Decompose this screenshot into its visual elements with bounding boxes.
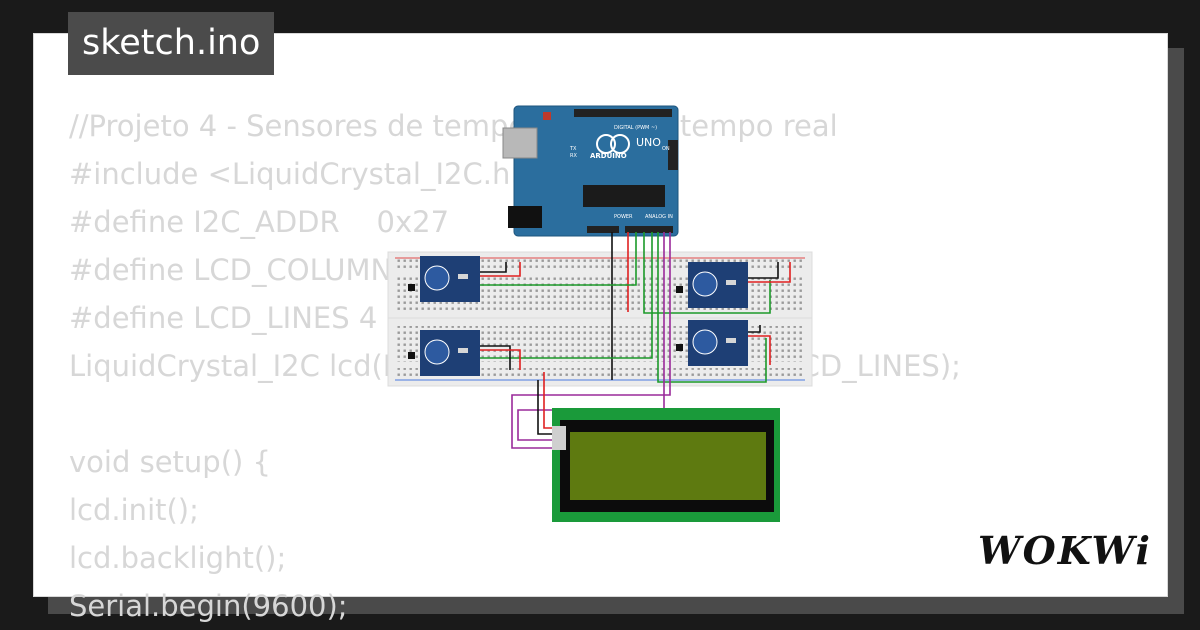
board-maker: ARDUINO xyxy=(590,152,627,160)
wokwi-logo: WOKWi xyxy=(978,528,1150,576)
wiring xyxy=(480,232,791,449)
code-line: lcd.backlight(); xyxy=(69,541,287,575)
code-line: Serial.begin(9600); xyxy=(69,589,348,623)
power-label: POWER xyxy=(614,214,633,220)
temperature-sensor-module-3 xyxy=(408,330,480,376)
board-name: UNO xyxy=(636,136,661,149)
arduino-uno-board: UNO ARDUINO DIGITAL (PWM ~) ANALOG IN PO… xyxy=(502,105,679,237)
analog-label: ANALOG IN xyxy=(645,214,673,220)
lcd-display xyxy=(552,408,780,522)
temperature-sensor-module-1 xyxy=(408,256,480,302)
code-line: #define I2C_ADDR 0x27 xyxy=(69,205,450,239)
file-title: sketch.ino xyxy=(68,12,275,75)
code-line: #define LCD_COLUMNS 20 xyxy=(69,253,457,287)
brand-name: WOKWi xyxy=(978,528,1152,573)
temperature-sensor-module-4 xyxy=(676,320,748,366)
rx-label: RX xyxy=(570,153,577,159)
temperature-sensor-module-2 xyxy=(676,262,748,308)
code-line: lcd.init(); xyxy=(69,493,199,527)
tx-label: TX xyxy=(569,146,577,152)
code-line: #include <LiquidCrystal_I2C.h> xyxy=(69,157,535,191)
digital-label: DIGITAL (PWM ~) xyxy=(614,125,657,131)
code-line: void setup() { xyxy=(69,445,271,479)
on-label: ON xyxy=(662,146,670,152)
code-line: #define LCD_LINES 4 xyxy=(69,301,378,335)
